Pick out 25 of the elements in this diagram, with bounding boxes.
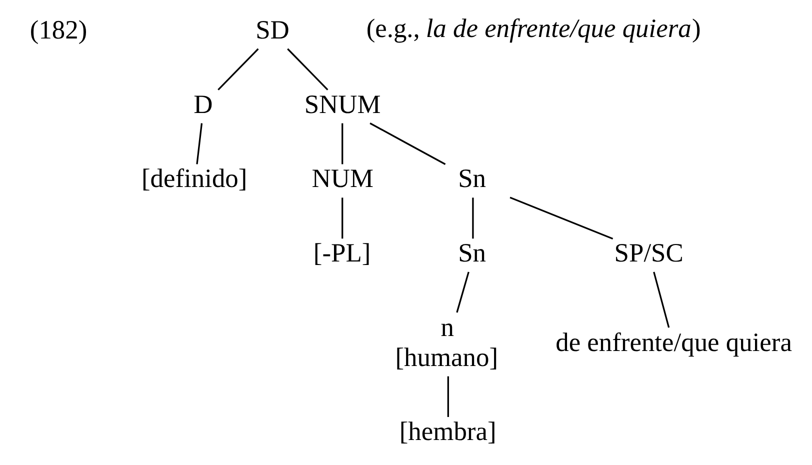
- connector: [218, 48, 259, 90]
- node-text: [hembra]: [399, 416, 496, 446]
- node-text: Sn: [458, 237, 486, 268]
- label: (182): [30, 14, 88, 44]
- connector: [287, 48, 328, 90]
- connector: [456, 271, 470, 312]
- connector: [447, 376, 449, 416]
- node-text: de enfrente/que quiera: [556, 326, 792, 356]
- node-text: [-PL]: [313, 237, 371, 268]
- node-text: n [humano]: [395, 311, 498, 372]
- connector: [472, 197, 474, 238]
- connector: [342, 122, 344, 164]
- node-text: SD: [256, 14, 290, 44]
- node-text: Sn: [458, 162, 486, 193]
- node-text: [definido]: [142, 162, 248, 193]
- connector: [510, 196, 614, 240]
- connector: [196, 122, 203, 164]
- node-text: SNUM: [304, 88, 381, 118]
- connector: [370, 122, 446, 164]
- node-text: NUM: [312, 162, 374, 193]
- connector: [342, 197, 344, 238]
- connector: [653, 271, 670, 328]
- node-text: SP/SC: [614, 237, 684, 268]
- node-text: D: [194, 88, 213, 118]
- node-label: (e.g., la de enfrente/que quiera): [366, 12, 701, 42]
